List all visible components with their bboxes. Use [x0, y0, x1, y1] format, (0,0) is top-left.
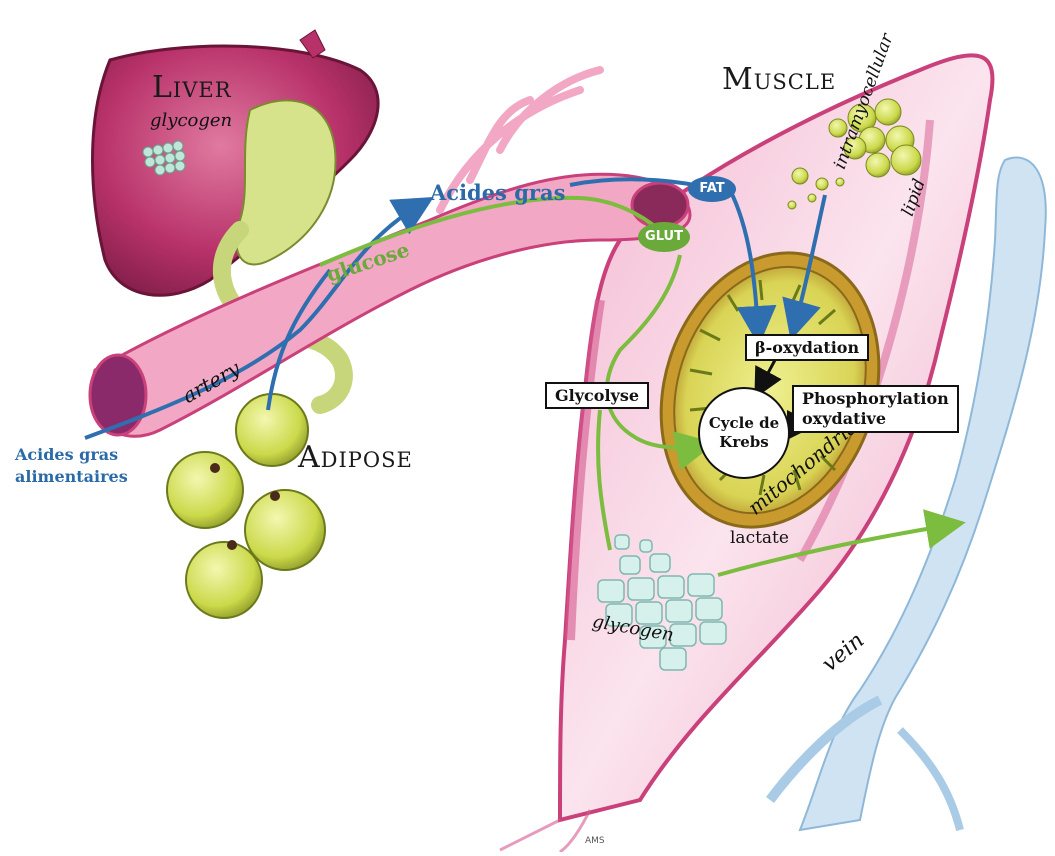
- beta-oxydation-box: β-oxydation: [745, 334, 869, 361]
- acides-gras-alimentaires-line1: Acides gras: [15, 445, 118, 464]
- krebs-line1: Cycle de: [709, 414, 779, 433]
- krebs-line2: Krebs: [709, 433, 779, 452]
- glycolyse-box: Glycolyse: [545, 382, 649, 409]
- phosphorylation-line1: Phosphorylation: [802, 389, 949, 409]
- glut-transporter: GLUT: [638, 222, 690, 252]
- fat-transporter: FAT: [688, 176, 736, 202]
- adipose-cells: [167, 394, 325, 618]
- phosphorylation-box: Phosphorylation oxydative: [792, 385, 959, 433]
- acides-gras-alimentaires-line2: alimentaires: [15, 467, 128, 486]
- krebs-cycle-circle: Cycle de Krebs: [698, 387, 790, 479]
- liver-glycogen-label: glycogen: [150, 110, 232, 131]
- artist-credit: AMS: [585, 836, 605, 846]
- liver-title: Liver: [152, 70, 232, 105]
- acides-gras-label: Acides gras: [430, 180, 565, 205]
- adipose-title: Adipose: [298, 440, 413, 475]
- muscle-title: Muscle: [722, 62, 836, 97]
- phosphorylation-line2: oxydative: [802, 409, 949, 429]
- lactate-label: lactate: [730, 528, 789, 548]
